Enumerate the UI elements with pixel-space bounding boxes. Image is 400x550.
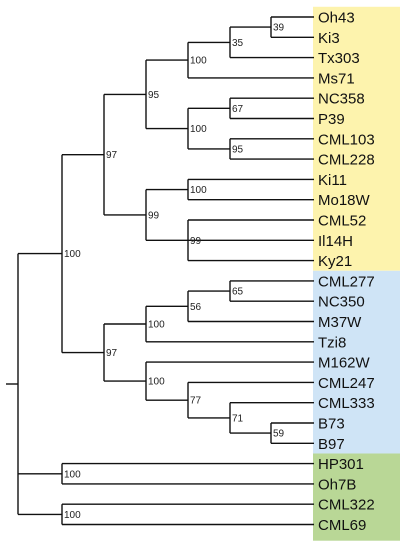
leaf-label-cml322: CML322 [318, 497, 375, 514]
support-value-18: 97 [106, 348, 118, 359]
support-value-13: 100 [148, 320, 165, 331]
leaf-label-tzi8: Tzi8 [318, 334, 346, 351]
support-value-7: 100 [190, 185, 207, 196]
leaf-label-ki3: Ki3 [318, 30, 340, 47]
group-green-band [313, 453, 400, 541]
leaf-label-m37w: M37W [318, 314, 362, 331]
leaf-label-cml277: CML277 [318, 273, 375, 290]
support-value-14: 59 [273, 429, 285, 440]
leaf-label-cml103: CML103 [318, 131, 375, 148]
leaf-labels: Oh43Ki3Tx303Ms71NC358P39CML103CML228Ki11… [318, 10, 375, 535]
support-value-17: 100 [148, 377, 165, 388]
tree-branches [6, 16, 314, 526]
leaf-label-cml247: CML247 [318, 375, 375, 392]
leaf-label-mo18w: Mo18W [318, 192, 371, 209]
group-yellow-band [313, 6, 400, 271]
support-value-12: 56 [190, 302, 202, 313]
group-bands [313, 6, 400, 541]
leaf-label-ms71: Ms71 [318, 70, 355, 87]
support-values: 39 35 100 67 95 100 95 100 99 99 97 65 56 100 59 71 77 10… [64, 23, 285, 521]
support-value-3: 67 [232, 104, 244, 115]
leaf-label-b97: B97 [318, 436, 345, 453]
leaf-label-p39: P39 [318, 111, 345, 128]
support-value-10: 97 [106, 150, 118, 161]
support-value-4: 95 [232, 144, 244, 155]
support-value-5: 100 [190, 124, 207, 135]
leaf-label-il14h: Il14H [318, 233, 353, 250]
leaf-label-nc358: NC358 [318, 91, 365, 108]
leaf-label-hp301: HP301 [318, 456, 364, 473]
leaf-label-cml228: CML228 [318, 152, 375, 169]
group-blue-band [313, 270, 400, 454]
support-value-20: 100 [64, 469, 81, 480]
leaf-label-m162w: M162W [318, 355, 371, 372]
support-value-16: 77 [190, 396, 202, 407]
support-value-19: 100 [64, 249, 81, 260]
support-value-1: 35 [232, 38, 244, 49]
leaf-label-cml333: CML333 [318, 395, 375, 412]
support-value-0: 39 [273, 23, 285, 34]
support-value-8: 99 [190, 236, 202, 247]
leaf-label-ki11: Ki11 [318, 172, 347, 189]
support-value-21: 100 [64, 510, 81, 521]
leaf-label-b73: B73 [318, 416, 345, 433]
leaf-label-tx303: Tx303 [318, 50, 360, 67]
support-value-9: 99 [148, 210, 160, 221]
support-value-11: 65 [232, 287, 244, 298]
leaf-label-nc350: NC350 [318, 294, 365, 311]
support-value-6: 95 [148, 90, 160, 101]
leaf-label-oh7b: Oh7B [318, 476, 356, 493]
leaf-label-oh43: Oh43 [318, 10, 355, 27]
leaf-label-cml52: CML52 [318, 213, 366, 230]
support-value-2: 100 [190, 56, 207, 67]
leaf-label-ky21: Ky21 [318, 253, 352, 270]
leaf-label-cml69: CML69 [318, 517, 366, 534]
support-value-15: 71 [232, 413, 244, 424]
